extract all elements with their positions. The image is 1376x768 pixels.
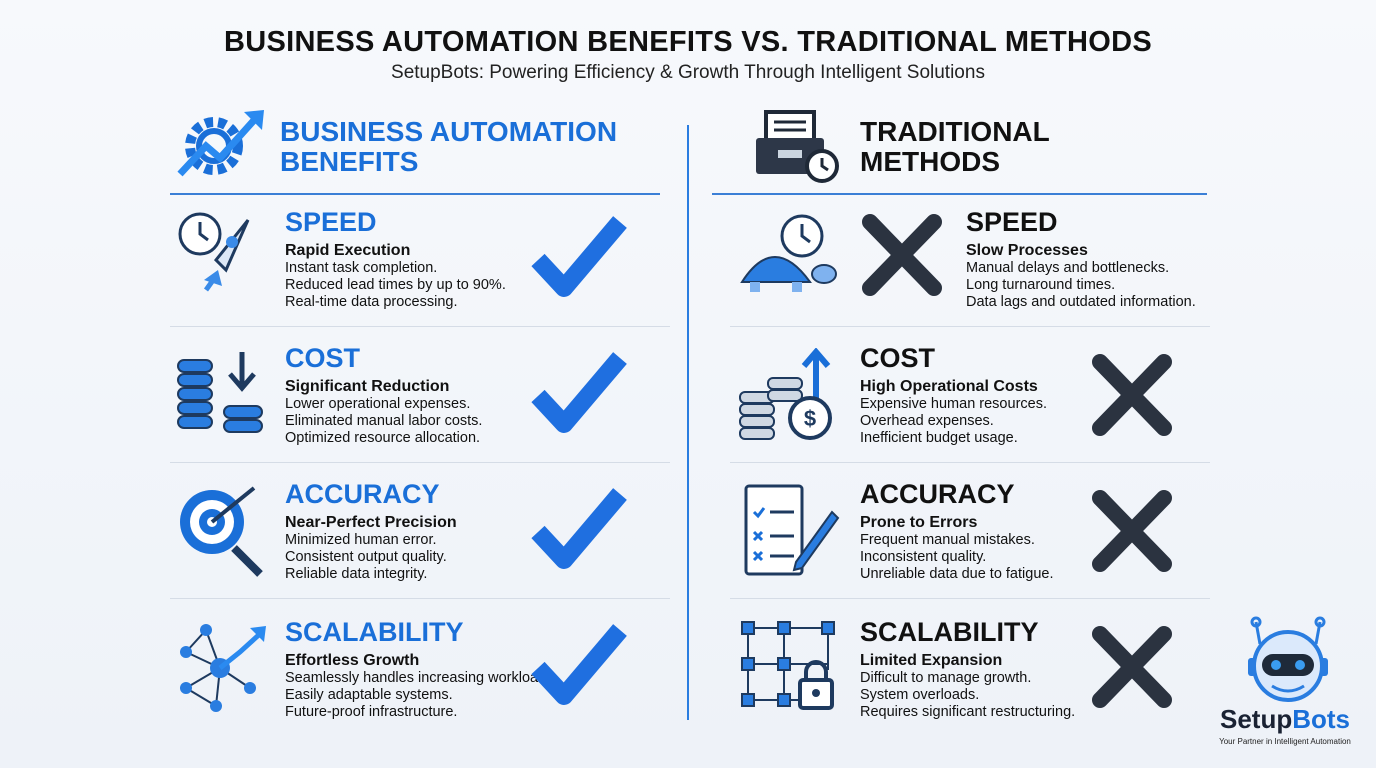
logo-name-part1: Setup — [1219, 704, 1293, 734]
left-heading: BUSINESS AUTOMATION BENEFITS — [280, 117, 617, 177]
row-line: Manual delays and bottlenecks. — [966, 260, 1170, 276]
page-subtitle: SetupBots: Powering Efficiency & Growth … — [391, 62, 985, 83]
left-row-speed: SPEED Rapid Execution Instant task compl… — [285, 207, 506, 311]
right-row-cost: COST High Operational Costs Expensive hu… — [860, 343, 1047, 447]
logo-name-part2: Bots — [1292, 704, 1350, 734]
right-row-speed: SPEED Slow Processes Manual delays and b… — [966, 207, 1196, 311]
row-line: Long turnaround times. — [966, 277, 1116, 293]
left-separator — [170, 326, 670, 327]
row-line: Eliminated manual labor costs. — [285, 413, 483, 429]
row-line: Minimized human error. — [285, 532, 437, 548]
turtle-clock-icon — [734, 212, 842, 302]
left-separator — [170, 462, 670, 463]
x-mark-icon — [860, 212, 944, 298]
checkmark-icon — [528, 212, 628, 302]
logo-tagline: Your Partner in Intelligent Automation — [1219, 737, 1351, 746]
right-header-rule — [712, 193, 1207, 195]
inbox-tray-clock-icon — [752, 108, 842, 184]
right-separator — [730, 326, 1210, 327]
row-subtitle: Rapid Execution — [285, 242, 411, 259]
row-line: Future-proof infrastructure. — [285, 704, 458, 720]
left-row-accuracy: ACCURACY Near-Perfect Precision Minimize… — [285, 479, 457, 583]
x-mark-icon — [1090, 488, 1174, 574]
row-title: SCALABILITY — [285, 617, 464, 647]
coins-up-icon: $ — [738, 348, 838, 440]
svg-text:$: $ — [804, 406, 816, 431]
checkmark-icon — [528, 620, 628, 710]
row-title: ACCURACY — [860, 479, 1015, 509]
row-line: Expensive human resources. — [860, 396, 1047, 412]
grid-lock-icon — [740, 620, 840, 712]
target-icon — [176, 482, 266, 578]
row-line: Real-time data processing. — [285, 294, 458, 310]
left-heading-line1: BUSINESS AUTOMATION — [280, 116, 618, 147]
page-title: BUSINESS AUTOMATION BENEFITS VS. TRADITI… — [223, 26, 1153, 58]
right-separator — [730, 598, 1210, 599]
gear-growth-icon — [176, 108, 266, 180]
right-row-accuracy: ACCURACY Prone to Errors Frequent manual… — [860, 479, 1053, 583]
row-title: SPEED — [285, 207, 377, 237]
robot-logo-icon — [1236, 616, 1340, 702]
row-line: Difficult to manage growth. — [860, 670, 1032, 686]
x-mark-icon — [1090, 352, 1174, 438]
row-title: SPEED — [966, 207, 1058, 237]
row-line: System overloads. — [860, 687, 980, 703]
row-subtitle: Near-Perfect Precision — [285, 514, 457, 531]
x-mark-icon — [1090, 624, 1174, 710]
row-line: Unreliable data due to fatigue. — [860, 566, 1054, 582]
row-line: Easily adaptable systems. — [285, 687, 453, 703]
row-line: Data lags and outdated information. — [966, 294, 1196, 310]
row-subtitle: Limited Expansion — [860, 652, 1003, 669]
network-growth-icon — [176, 622, 268, 712]
right-heading-line2: METHODS — [860, 146, 1000, 177]
row-title: COST — [860, 343, 936, 373]
center-divider — [687, 125, 689, 720]
row-subtitle: Slow Processes — [966, 242, 1088, 259]
row-subtitle: Significant Reduction — [285, 378, 450, 395]
row-subtitle: High Operational Costs — [860, 378, 1038, 395]
row-title: COST — [285, 343, 361, 373]
left-heading-line2: BENEFITS — [280, 146, 419, 177]
row-line: Overhead expenses. — [860, 413, 994, 429]
row-subtitle: Prone to Errors — [860, 514, 978, 531]
row-line: Frequent manual mistakes. — [860, 532, 1035, 548]
row-line: Requires significant restructuring. — [860, 704, 1076, 720]
row-line: Optimized resource allocation. — [285, 430, 481, 446]
row-title: SCALABILITY — [860, 617, 1039, 647]
row-line: Lower operational expenses. — [285, 396, 471, 412]
right-separator — [730, 462, 1210, 463]
left-row-cost: COST Significant Reduction Lower operati… — [285, 343, 482, 447]
checkmark-icon — [528, 484, 628, 574]
coins-down-icon — [176, 350, 266, 440]
row-line: Inconsistent quality. — [860, 549, 987, 565]
row-subtitle: Effortless Growth — [285, 652, 420, 669]
row-title: ACCURACY — [285, 479, 440, 509]
right-row-scalability: SCALABILITY Limited Expansion Difficult … — [860, 617, 1075, 721]
row-line: Reduced lead times by up to 90%. — [285, 277, 506, 293]
right-heading-line1: TRADITIONAL — [860, 116, 1050, 147]
row-line: Reliable data integrity. — [285, 566, 428, 582]
row-line: Inefficient budget usage. — [860, 430, 1018, 446]
rocket-clock-icon — [176, 210, 266, 300]
right-heading: TRADITIONAL METHODS — [860, 117, 1050, 177]
row-line: Instant task completion. — [285, 260, 438, 276]
logo-wordmark: SetupBots — [1205, 704, 1365, 735]
checkmark-icon — [528, 348, 628, 438]
left-row-scalability: SCALABILITY Effortless Growth Seamlessly… — [285, 617, 550, 721]
row-line: Consistent output quality. — [285, 549, 447, 565]
row-line: Seamlessly handles increasing workload. — [285, 670, 551, 686]
checklist-pencil-icon — [744, 482, 840, 578]
left-header-rule — [170, 193, 660, 195]
left-separator — [170, 598, 670, 599]
